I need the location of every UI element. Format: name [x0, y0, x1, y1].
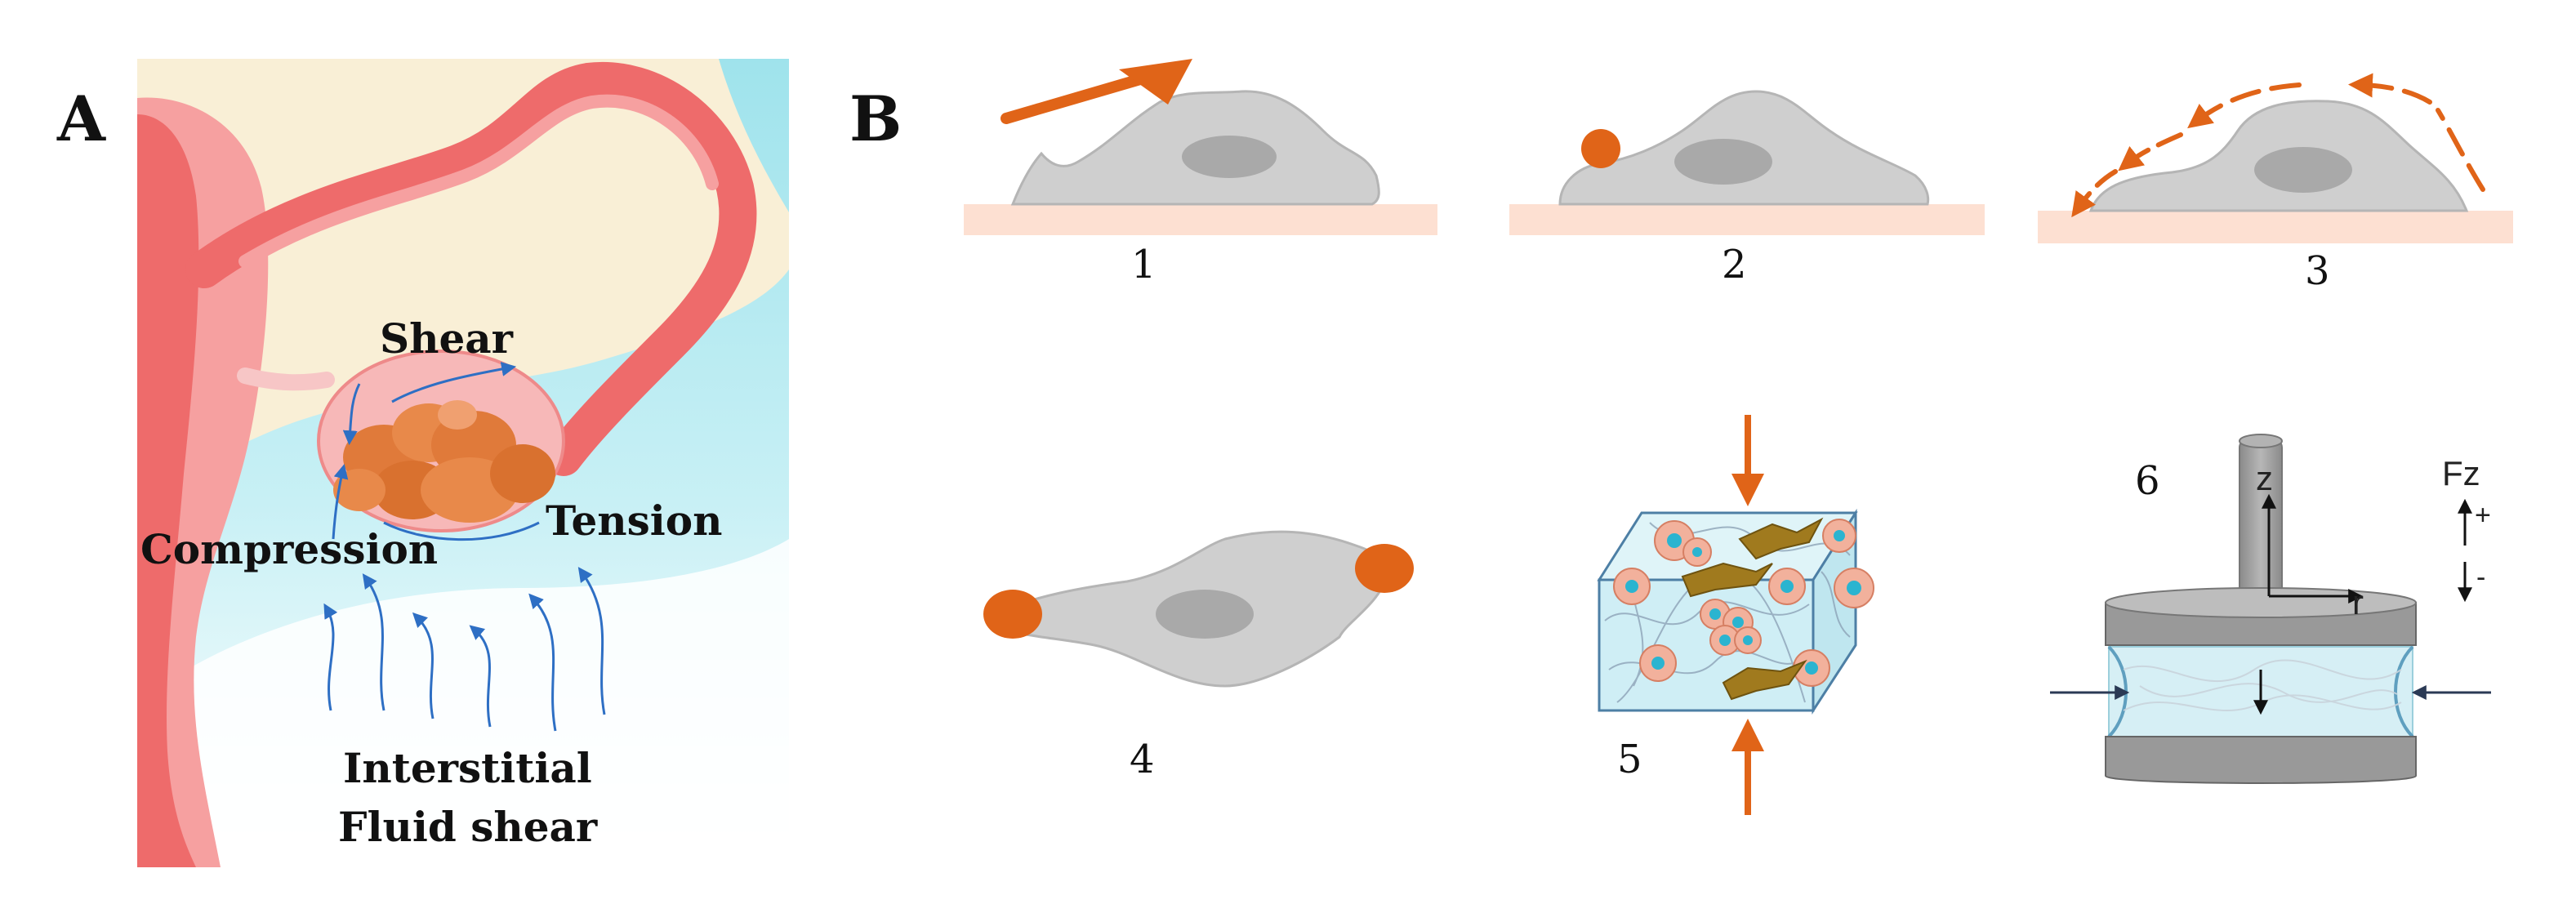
method-3-label: 3	[2305, 248, 2330, 294]
method-5-label: 5	[1617, 737, 1642, 782]
nucleus-1	[1182, 136, 1277, 178]
bead-4-right	[1355, 544, 1414, 593]
top-plate-face	[2105, 587, 2417, 618]
sample-meniscus-right	[2394, 645, 2414, 738]
method-4-stretch	[983, 530, 1414, 688]
rheometer-shaft-top	[2239, 434, 2283, 448]
bead-4-left	[983, 590, 1042, 639]
method-2-bead	[1509, 90, 1985, 235]
cantilever-tip-1	[1119, 59, 1192, 105]
fallopian-tube	[185, 61, 757, 476]
tension-label: Tension	[546, 497, 722, 545]
compression-arrow	[332, 463, 349, 540]
tension-arc	[383, 521, 540, 541]
interstitial-arrows	[323, 567, 606, 732]
nucleus-2	[1674, 139, 1772, 185]
rheometer-r-label: r	[2352, 583, 2364, 621]
method-6-rheometer	[2050, 434, 2491, 784]
shear-arrow-2	[342, 383, 361, 446]
method-4-label: 4	[1130, 737, 1155, 782]
substrate-3	[2038, 211, 2513, 243]
bottom-plate	[2105, 736, 2417, 784]
panel-b-letter: B	[849, 82, 902, 155]
compression-label: Compression	[140, 525, 438, 573]
method-6-label: 6	[2135, 458, 2160, 504]
shear-arrow	[391, 362, 517, 403]
interstitial-label-1: Interstitial	[343, 744, 592, 792]
flow-arrows-3	[2071, 73, 2485, 218]
method-1-cantilever	[964, 59, 1437, 235]
method-2-label: 2	[1722, 242, 1747, 287]
tissue-cluster	[333, 400, 555, 523]
rheometer-force-label: Fz	[2442, 454, 2480, 492]
ovarian-ligament	[237, 367, 335, 391]
method-1-label: 1	[1131, 242, 1157, 287]
shear-label: Shear	[380, 314, 514, 363]
nucleus-3	[2254, 147, 2352, 193]
interstitial-label-2: Fluid shear	[338, 803, 598, 851]
method-3-flow	[2038, 73, 2513, 243]
fibroblasts-5	[1681, 517, 1824, 701]
panel-a-letter: A	[56, 82, 106, 155]
panel-a-anatomy	[137, 59, 789, 867]
nucleus-4	[1156, 590, 1254, 639]
cells-5	[1613, 519, 1874, 687]
rheometer-z-label: z	[2256, 459, 2273, 497]
substrate-2	[1509, 204, 1985, 235]
method-5-compression	[1597, 415, 1874, 815]
uterus-wall	[137, 114, 199, 867]
fallopian-tube-highlight	[238, 94, 719, 268]
rheometer-minus-label: -	[2476, 562, 2485, 593]
bead-2	[1581, 129, 1620, 168]
cantilever-1	[1001, 68, 1165, 124]
lower-white	[137, 539, 789, 867]
substrate-1	[964, 204, 1437, 235]
rheometer-plus-label: +	[2475, 500, 2491, 531]
